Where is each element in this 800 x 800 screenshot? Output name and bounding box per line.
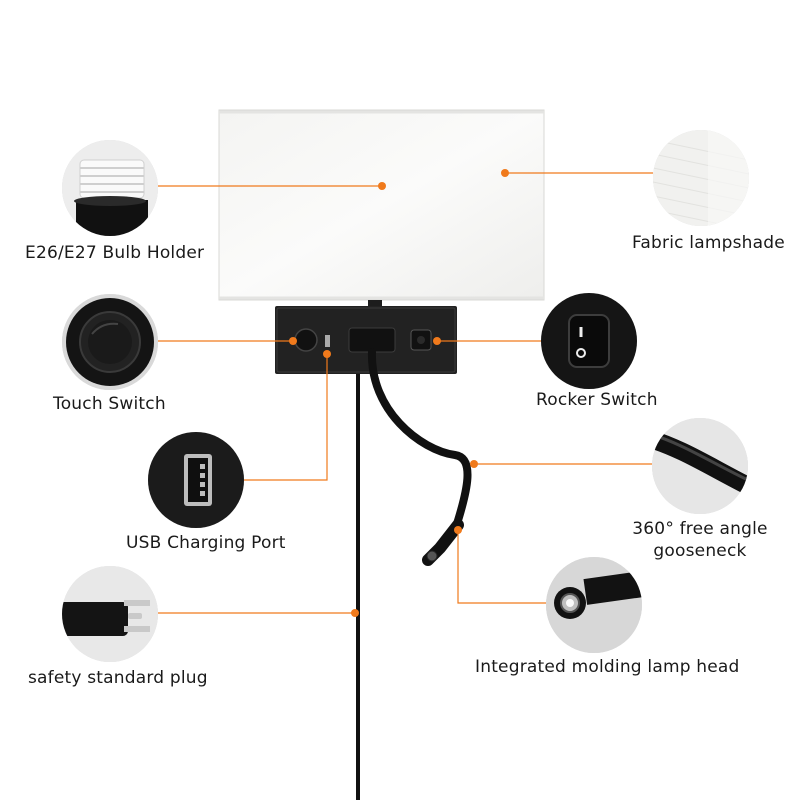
gooseneck-arm bbox=[367, 348, 472, 534]
touch-switch-label: Touch Switch bbox=[53, 394, 166, 414]
lamp-head-callout bbox=[546, 557, 642, 653]
plug-callout bbox=[62, 566, 158, 662]
lampshade-label: Fabric lampshade bbox=[632, 233, 785, 253]
usb-port-callout bbox=[148, 432, 244, 528]
gooseneck-icon bbox=[652, 418, 748, 514]
gooseneck-label-line1: 360° free angle bbox=[632, 519, 768, 539]
touch-switch-icon bbox=[62, 294, 158, 390]
usb-port-icon bbox=[148, 432, 244, 528]
bulb-holder-callout bbox=[62, 140, 158, 236]
bulb-holder-icon bbox=[62, 140, 158, 236]
fabric-texture-icon bbox=[653, 130, 749, 226]
rocker-switch-label: Rocker Switch bbox=[536, 390, 658, 410]
lamp-head-label: Integrated molding lamp head bbox=[475, 657, 740, 677]
rocker-switch-icon bbox=[541, 293, 637, 389]
plug-icon bbox=[62, 566, 158, 662]
usb-port-label: USB Charging Port bbox=[126, 533, 286, 553]
lampshade-callout bbox=[653, 130, 749, 226]
rocker-switch-callout bbox=[541, 293, 637, 389]
gooseneck-label-line2: gooseneck bbox=[653, 541, 747, 561]
bulb-holder-label: E26/E27 Bulb Holder bbox=[25, 243, 205, 263]
lampshade bbox=[218, 109, 545, 301]
gooseneck-label: 360° free angle gooseneck bbox=[625, 518, 775, 562]
lamp-head-icon bbox=[546, 557, 642, 653]
usb-slot bbox=[325, 335, 330, 347]
gooseneck-callout bbox=[652, 418, 748, 514]
touch-switch-callout bbox=[62, 294, 158, 390]
plug-label: safety standard plug bbox=[28, 668, 208, 688]
